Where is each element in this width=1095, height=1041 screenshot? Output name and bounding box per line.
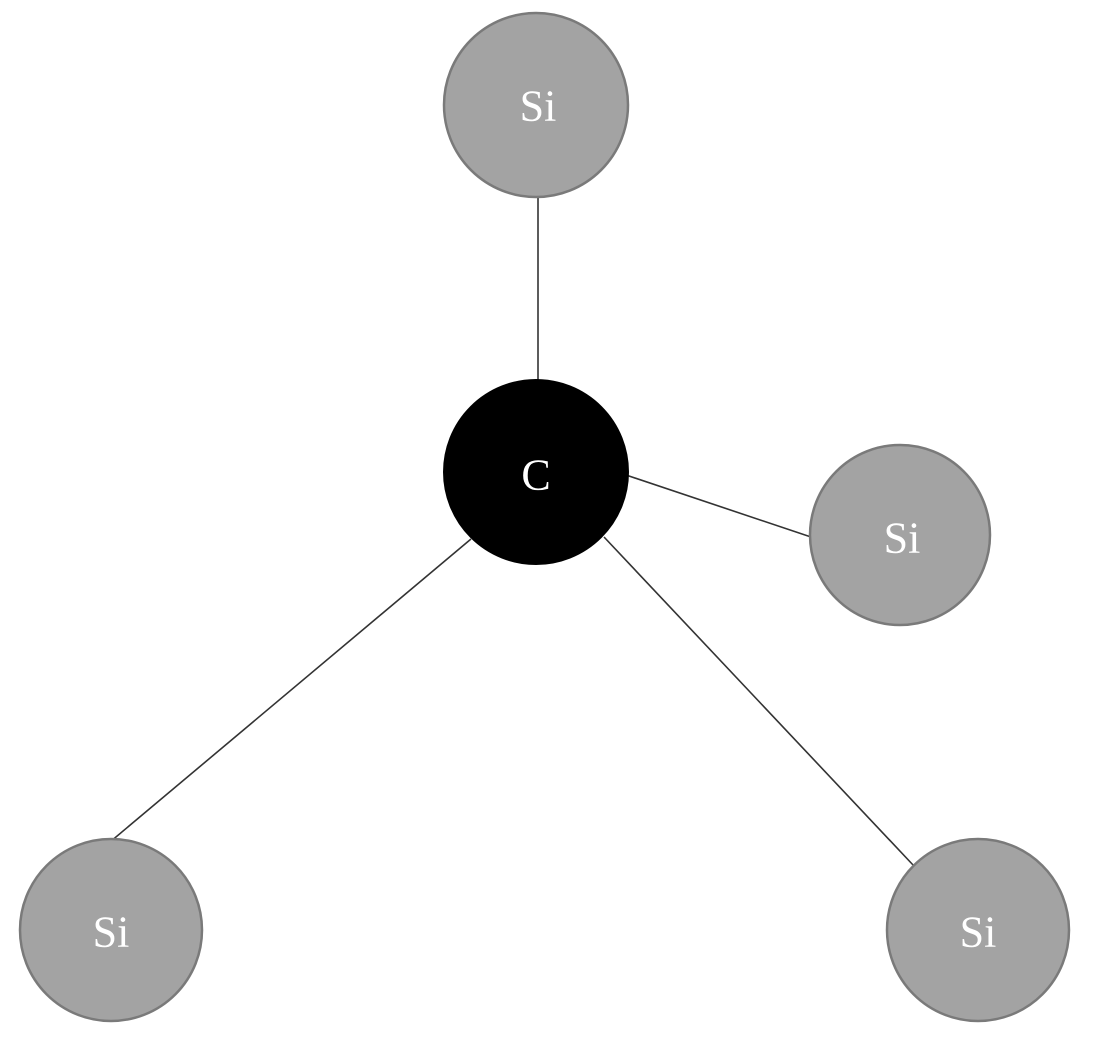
bond-c-si-bottom-right — [603, 536, 915, 867]
si-atom-top: Si — [442, 11, 630, 199]
si-atom-right-circle — [808, 443, 992, 627]
c-atom-center-circle — [443, 379, 629, 565]
si-atom-bottom-left: Si — [18, 837, 204, 1023]
si-atom-bottom-right-circle — [885, 837, 1071, 1023]
si-atom-bottom-right-label: Si — [960, 908, 997, 957]
si-atom-bottom-right: Si — [885, 837, 1071, 1023]
si-atom-bottom-left-circle — [18, 837, 204, 1023]
c-atom-center-label: C — [521, 451, 550, 500]
c-atom-center: C — [443, 379, 629, 565]
si-atom-top-circle — [442, 11, 630, 199]
si-atom-bottom-left-label: Si — [93, 908, 130, 957]
bond-c-si-bottom-left — [109, 538, 472, 843]
si-atom-right-label: Si — [884, 514, 921, 563]
si-atom-right: Si — [808, 443, 992, 627]
bond-c-si-right — [625, 474, 812, 538]
si-atom-top-label: Si — [520, 82, 557, 131]
